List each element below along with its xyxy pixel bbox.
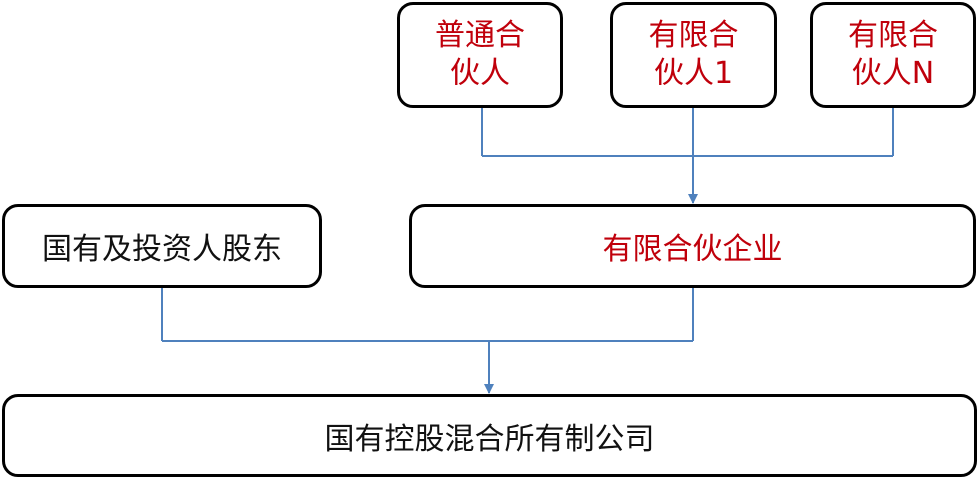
- limited-partnership-label: 有限合伙企业: [602, 232, 783, 267]
- general-partner-label: 普通合 伙人: [435, 18, 525, 91]
- limited-partner-1-label: 有限合 伙人1: [648, 18, 739, 91]
- mixed-ownership-company-label: 国有控股混合所有制公司: [324, 421, 655, 457]
- state-investor-box: 国有及投资人股东: [2, 204, 322, 288]
- state-investor-label: 国有及投资人股东: [42, 232, 282, 267]
- limited-partner-n-label: 有限合 伙人N: [848, 18, 938, 91]
- mixed-ownership-company-box: 国有控股混合所有制公司: [2, 394, 977, 477]
- general-partner-box: 普通合 伙人: [397, 2, 563, 108]
- limited-partner-n-box: 有限合 伙人N: [810, 2, 976, 108]
- limited-partner-1-box: 有限合 伙人1: [610, 2, 777, 108]
- limited-partnership-box: 有限合伙企业: [409, 204, 976, 288]
